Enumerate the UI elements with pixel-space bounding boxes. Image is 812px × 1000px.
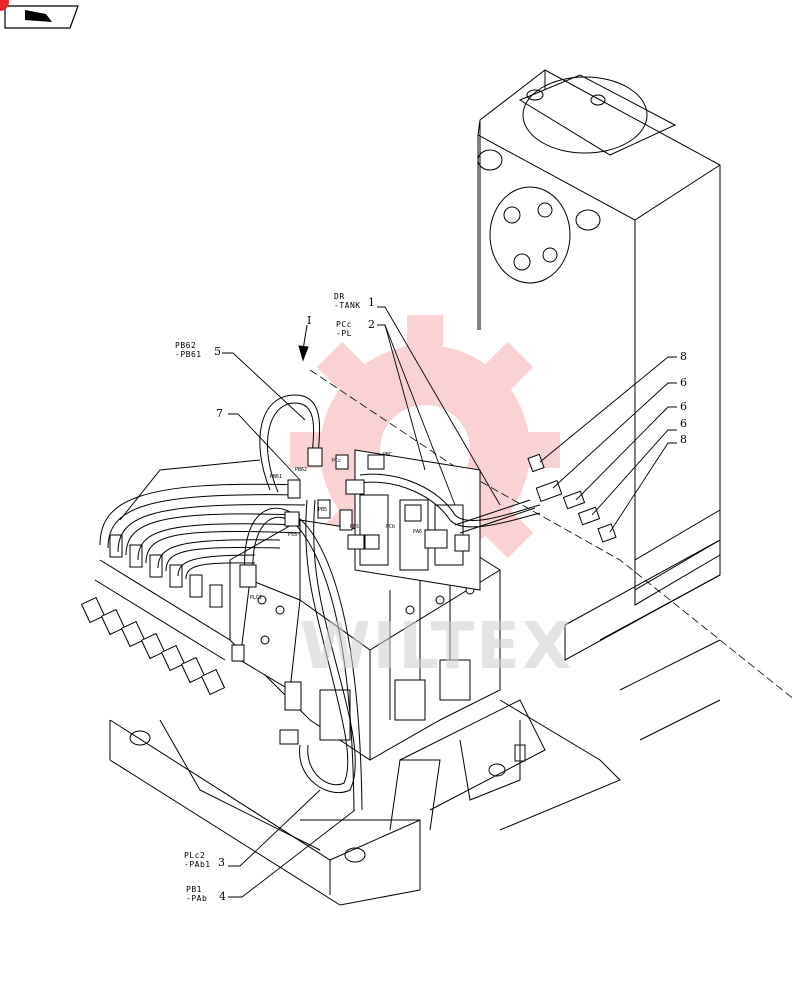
callout-pcc-pl-line1: PCc [336, 320, 352, 329]
callout-pb1-line2: -PAb [186, 894, 208, 903]
watermark-text: WILTEX [300, 610, 574, 684]
hose-5 [259, 394, 321, 493]
base-frame [109, 459, 621, 906]
callout-pb62-line2: -PB61 [175, 350, 202, 359]
hose-3 [299, 499, 356, 794]
callout-ref-4: 4 [219, 890, 226, 903]
callout-plc2-line2: -PAb1 [184, 860, 211, 869]
hose-2 [359, 473, 541, 528]
fitting-ref-6c: 6 [680, 417, 687, 430]
view-arrow [298, 324, 309, 362]
page-badge[interactable] [0, 0, 79, 29]
callout-dr-tank-line1: DR [334, 292, 345, 301]
callout-plc2-line1: PLc2 [184, 851, 206, 860]
port-tag: PBC [383, 452, 393, 458]
solenoid-stack [80, 534, 245, 696]
port-tag: PB62 [295, 467, 308, 473]
callout-dr-tank-line2: -TANK [334, 301, 361, 310]
valve-fittings [239, 447, 470, 745]
fitting-ref-6b: 6 [680, 400, 687, 413]
fitting-ref-8a: 8 [680, 350, 687, 363]
hose-7 [244, 507, 363, 811]
port-tag: PCb [386, 524, 396, 530]
callout-ref-1: 1 [368, 296, 375, 309]
frame-housing [477, 69, 721, 741]
hose-1 [454, 499, 536, 534]
view-arrow-label: I [307, 314, 312, 327]
callout-ref-3: 3 [218, 856, 225, 869]
control-valve-block [229, 449, 501, 761]
loose-fittings [527, 453, 617, 543]
port-tag: PCc [332, 458, 342, 464]
port-tag: PBS [350, 524, 360, 530]
callout-ref-2: 2 [368, 318, 375, 331]
port-tag: PB5 [318, 507, 328, 513]
port-tag: PLC2 [250, 595, 263, 601]
leader-lines [222, 306, 677, 898]
callout-ref-7: 7 [216, 407, 223, 420]
callout-pb62-line1: PB62 [175, 341, 197, 350]
hose-bundle-left [99, 483, 306, 580]
centre-line [309, 369, 796, 701]
callout-pb1-line1: PB1 [186, 885, 202, 894]
callout-pcc-pl-line2: -PL [336, 329, 352, 338]
callout-ref-5: 5 [214, 345, 221, 358]
fitting-ref-6a: 6 [680, 376, 687, 389]
port-tag: PB61 [270, 474, 283, 480]
fitting-ref-8b: 8 [680, 433, 687, 446]
port-tag: PA6 [413, 529, 423, 535]
port-tag: PSS [288, 532, 298, 538]
